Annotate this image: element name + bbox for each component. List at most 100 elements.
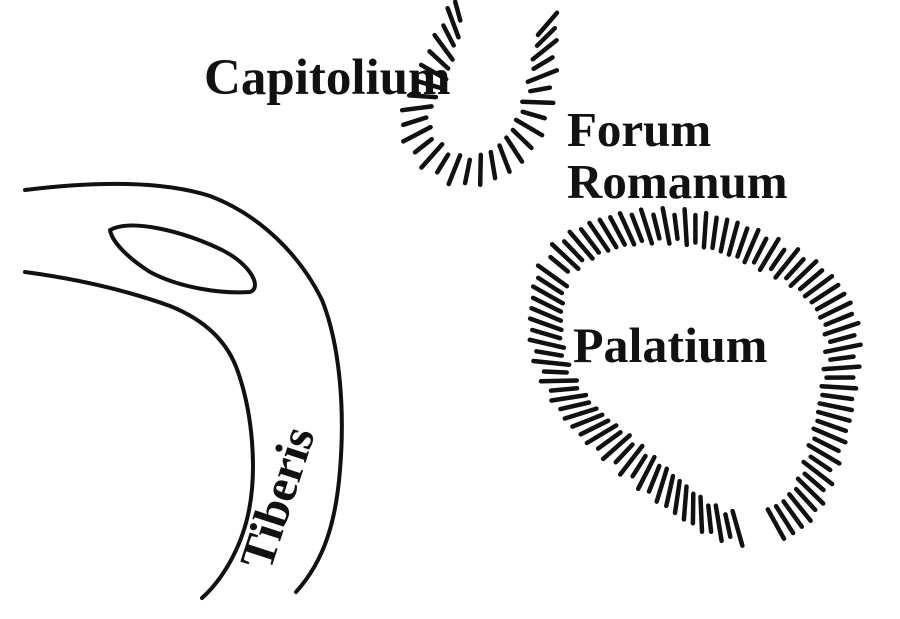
hatch-mark (527, 316, 564, 333)
hatch-mark (597, 217, 619, 250)
hatch-mark (558, 400, 592, 412)
hatch-mark (510, 127, 534, 151)
hatch-mark (600, 433, 632, 462)
hatch-mark (549, 392, 589, 403)
hatch-mark (787, 492, 813, 523)
hatch-mark (784, 257, 806, 281)
hatch-mark (638, 207, 655, 246)
hatch-mark (561, 239, 585, 263)
hatch-mark (808, 454, 833, 473)
hatch-mark (529, 305, 564, 323)
hatch-mark (823, 311, 855, 327)
river-island (108, 223, 257, 295)
hatch-mark (819, 383, 859, 391)
hatch-mark (660, 205, 672, 246)
hatch-mark (525, 68, 560, 85)
hatch-mark (567, 229, 595, 261)
hatch-mark (815, 409, 852, 423)
hatch-mark (419, 142, 445, 170)
hatch-mark (535, 10, 560, 38)
hatch-mark (535, 263, 570, 289)
hatch-mark (427, 49, 451, 71)
hatch-mark (401, 124, 433, 144)
hatch-mark (401, 115, 429, 128)
hatch-mark (814, 291, 847, 312)
hatch-mark (820, 392, 855, 402)
hatch-mark (812, 436, 841, 454)
hatch-mark (613, 442, 635, 465)
hatch-mark (817, 300, 853, 320)
hatch-mark (802, 471, 826, 493)
hatch-mark (701, 210, 709, 250)
hatch-mark (406, 93, 439, 100)
hatch-mark (446, 153, 463, 187)
hatch-mark (706, 503, 714, 535)
hatch-mark (773, 503, 796, 536)
hatch-mark (718, 217, 730, 254)
hatch-mark (806, 443, 842, 466)
hatch-mark (793, 486, 818, 513)
hatch-mark (399, 104, 434, 113)
hatch-mark (635, 454, 657, 492)
capitolium-hill (399, 0, 560, 187)
hatch-mark (629, 212, 645, 244)
hatch-mark (541, 369, 569, 375)
label-palatium: Palatium (573, 317, 767, 373)
hatch-mark (578, 227, 602, 255)
hatch-mark (520, 99, 556, 106)
hatch-mark (646, 463, 662, 494)
hatch-mark (535, 275, 565, 296)
hatch-mark (477, 152, 484, 187)
hatch-mark (672, 212, 680, 242)
hatch-mark (822, 320, 861, 337)
hatch-mark (538, 378, 580, 384)
hatch-mark (664, 473, 676, 509)
hatch-mark (548, 254, 571, 274)
hatch-mark (781, 499, 805, 529)
hatch-mark (570, 412, 605, 429)
hatch-mark (630, 453, 648, 479)
hatch-mark (811, 426, 848, 445)
hatch-mark (742, 227, 761, 265)
hatch-mark (562, 406, 599, 421)
river-outer-bank (23, 181, 344, 594)
hatch-mark (815, 418, 849, 434)
river-tiberis (23, 181, 344, 600)
label-tiberis: Tiberis (230, 420, 325, 575)
hatch-mark (765, 507, 787, 541)
hatch-mark (757, 236, 781, 273)
hatch-mark (827, 333, 857, 345)
hatch-mark (710, 215, 719, 251)
hatch-mark (548, 386, 580, 393)
palatium-hill (527, 205, 863, 548)
hatch-mark (441, 23, 456, 48)
hatch-mark (527, 337, 567, 350)
hatch-mark (797, 268, 825, 292)
hatch-mark (723, 512, 733, 540)
hatch-mark (788, 259, 819, 289)
hatch-mark (651, 212, 662, 241)
hatch-mark (497, 143, 512, 174)
hatch-mark (462, 157, 473, 186)
hatch-mark (418, 62, 449, 82)
label-capitolium: Capitolium (204, 50, 451, 106)
hatch-mark (726, 220, 740, 257)
hatch-mark (488, 149, 498, 181)
hatch-mark (412, 136, 434, 155)
hatch-mark (654, 466, 670, 504)
hatch-mark (617, 211, 637, 247)
hatch-mark (672, 478, 682, 516)
hatch-mark (801, 459, 835, 487)
river-inner-bank (23, 270, 255, 600)
hatch-mark (682, 207, 690, 248)
hatch-mark (595, 430, 623, 451)
hatch-mark (530, 327, 563, 341)
hatch-mark (608, 215, 627, 247)
hatch-mark (809, 282, 841, 305)
hatch-mark (528, 85, 553, 94)
hatch-mark (530, 38, 559, 62)
hatch-mark (520, 109, 547, 121)
hatch-mark (530, 295, 564, 314)
